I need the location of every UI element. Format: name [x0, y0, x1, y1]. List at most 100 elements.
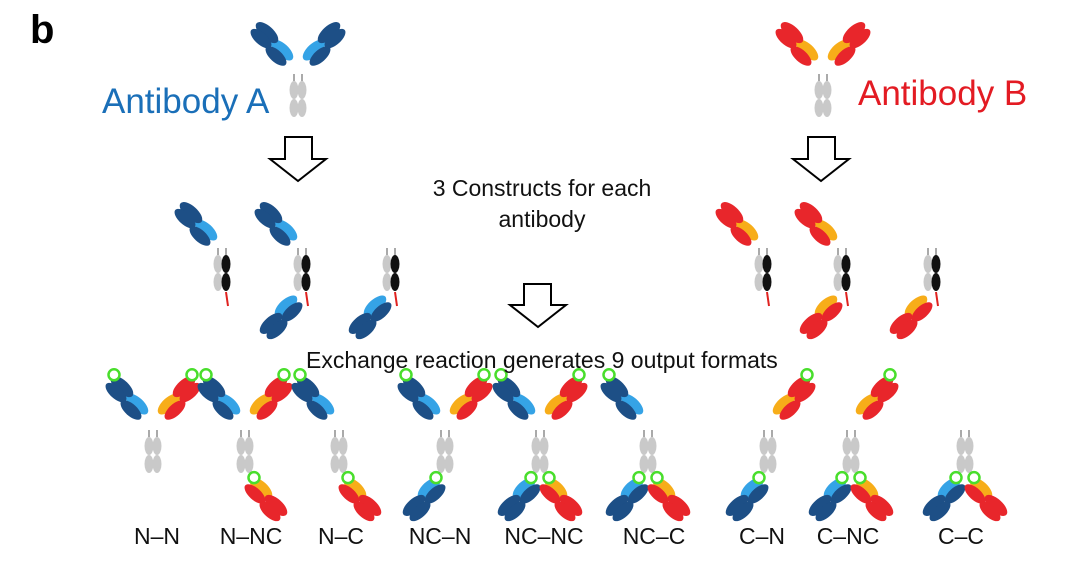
low-domain-outer	[808, 494, 832, 516]
low-domain-outer	[402, 494, 426, 516]
low-domain-inner-2	[821, 302, 843, 322]
format-label-n-nc: N–NC	[219, 523, 283, 549]
right-arm	[302, 22, 346, 66]
low-domain-outer-2	[929, 501, 951, 522]
low-domain-outer-2	[554, 501, 576, 522]
label-ring	[341, 470, 355, 485]
arm-domain-inner	[827, 39, 851, 61]
arm-domain-outer-2	[291, 382, 313, 403]
a-c-arm	[497, 470, 541, 522]
low-domain-outer	[605, 494, 629, 516]
format-n-c	[291, 368, 382, 522]
arm-domain-inner	[217, 393, 241, 415]
b-c-arm	[244, 470, 288, 522]
b-c-arm	[964, 470, 1008, 522]
a-c-arm	[808, 470, 852, 522]
low-domain-outer-2	[612, 501, 634, 522]
arm-domain-inner-2	[212, 400, 234, 420]
arm-domain-inner-2	[412, 400, 434, 420]
arm-domain-outer-2	[250, 28, 272, 49]
fc-domain	[842, 455, 852, 473]
low-domain-inner-2	[539, 484, 561, 504]
fc-domain	[301, 255, 311, 273]
a-n-arm	[397, 368, 441, 420]
fc-stem	[842, 430, 860, 473]
fc-domain	[390, 273, 400, 291]
a-n-arm	[600, 368, 644, 420]
fc-domain	[639, 455, 649, 473]
fc-domain	[964, 437, 974, 455]
fc-domain	[244, 455, 254, 473]
label-ring	[107, 368, 121, 382]
low-domain-outer	[870, 494, 894, 516]
fc-domain	[289, 81, 299, 99]
format-c-c	[922, 430, 1008, 522]
antibody-a-glyph	[250, 22, 346, 117]
panel-label: b	[30, 8, 55, 52]
low-domain-outer-2	[806, 319, 828, 340]
antibody-b-label: Antibody B	[858, 74, 1028, 113]
fc-domain	[444, 455, 454, 473]
arm-domain-outer-2	[566, 382, 588, 403]
fc-domain	[390, 255, 400, 273]
arm-domain-inner	[270, 39, 294, 61]
label-ring	[800, 368, 814, 382]
arm-domain-outer-2	[877, 382, 899, 403]
a-n-arm	[492, 368, 536, 420]
arm-domain-inner	[512, 393, 536, 415]
fc-stem	[436, 430, 454, 473]
label-ring	[494, 368, 508, 382]
antibody-b-glyph	[775, 22, 871, 117]
fc-domain	[436, 437, 446, 455]
fc-domain	[213, 255, 223, 273]
a-c-arm	[402, 470, 446, 522]
a-c-arm	[605, 470, 649, 522]
arm-domain-inner-2	[189, 226, 211, 246]
low-domain-inner-2	[830, 484, 852, 504]
low-domain-outer-2	[732, 501, 754, 522]
fc-stem	[754, 248, 772, 291]
format-n-n	[105, 368, 201, 473]
label-ring	[293, 368, 307, 382]
tag-tail	[225, 291, 229, 307]
format-label-c-c: C–C	[937, 523, 985, 549]
fc-domain	[833, 273, 843, 291]
fc-domain	[444, 437, 454, 455]
fc-domain	[762, 255, 772, 273]
fc-stem	[293, 248, 311, 291]
low-domain-inner-2	[244, 484, 266, 504]
n-arm	[174, 202, 218, 246]
fc-domain	[850, 437, 860, 455]
format-label-c-nc: C–NC	[816, 523, 880, 549]
label-ring	[883, 368, 897, 382]
format-label-nc-c: NC–C	[622, 523, 686, 549]
arm-domain-outer-2	[324, 28, 346, 49]
fc-domain	[382, 255, 392, 273]
arm-domain-outer	[172, 376, 196, 398]
fc-domain	[647, 455, 657, 473]
fc-domain	[814, 99, 824, 117]
a-c-arm	[922, 470, 966, 522]
low-domain-inner-2	[338, 484, 360, 504]
arm-domain-outer	[110, 376, 134, 398]
arm-domain-outer	[317, 22, 341, 44]
left-arm	[250, 22, 294, 66]
arm-domain-outer-2	[715, 208, 737, 229]
fc-domain	[221, 273, 231, 291]
fc-stem	[144, 430, 162, 473]
low-domain-outer-2	[355, 319, 377, 340]
fc-domain	[956, 455, 966, 473]
fc-stem	[814, 74, 832, 117]
arm-domain-inner	[125, 393, 149, 415]
low-domain-inner-2	[424, 484, 446, 504]
fc-stem	[639, 430, 657, 473]
low-domain-outer	[889, 312, 913, 334]
arm-domain-outer	[259, 202, 283, 224]
format-label-nc-n: NC–N	[408, 523, 472, 549]
arm-domain-inner-2	[256, 400, 278, 420]
label-ring	[967, 470, 981, 485]
low-domain-inner-2	[627, 484, 649, 504]
arm-domain-outer-2	[794, 382, 816, 403]
arm-domain-inner-2	[120, 400, 142, 420]
fc-domain	[539, 437, 549, 455]
